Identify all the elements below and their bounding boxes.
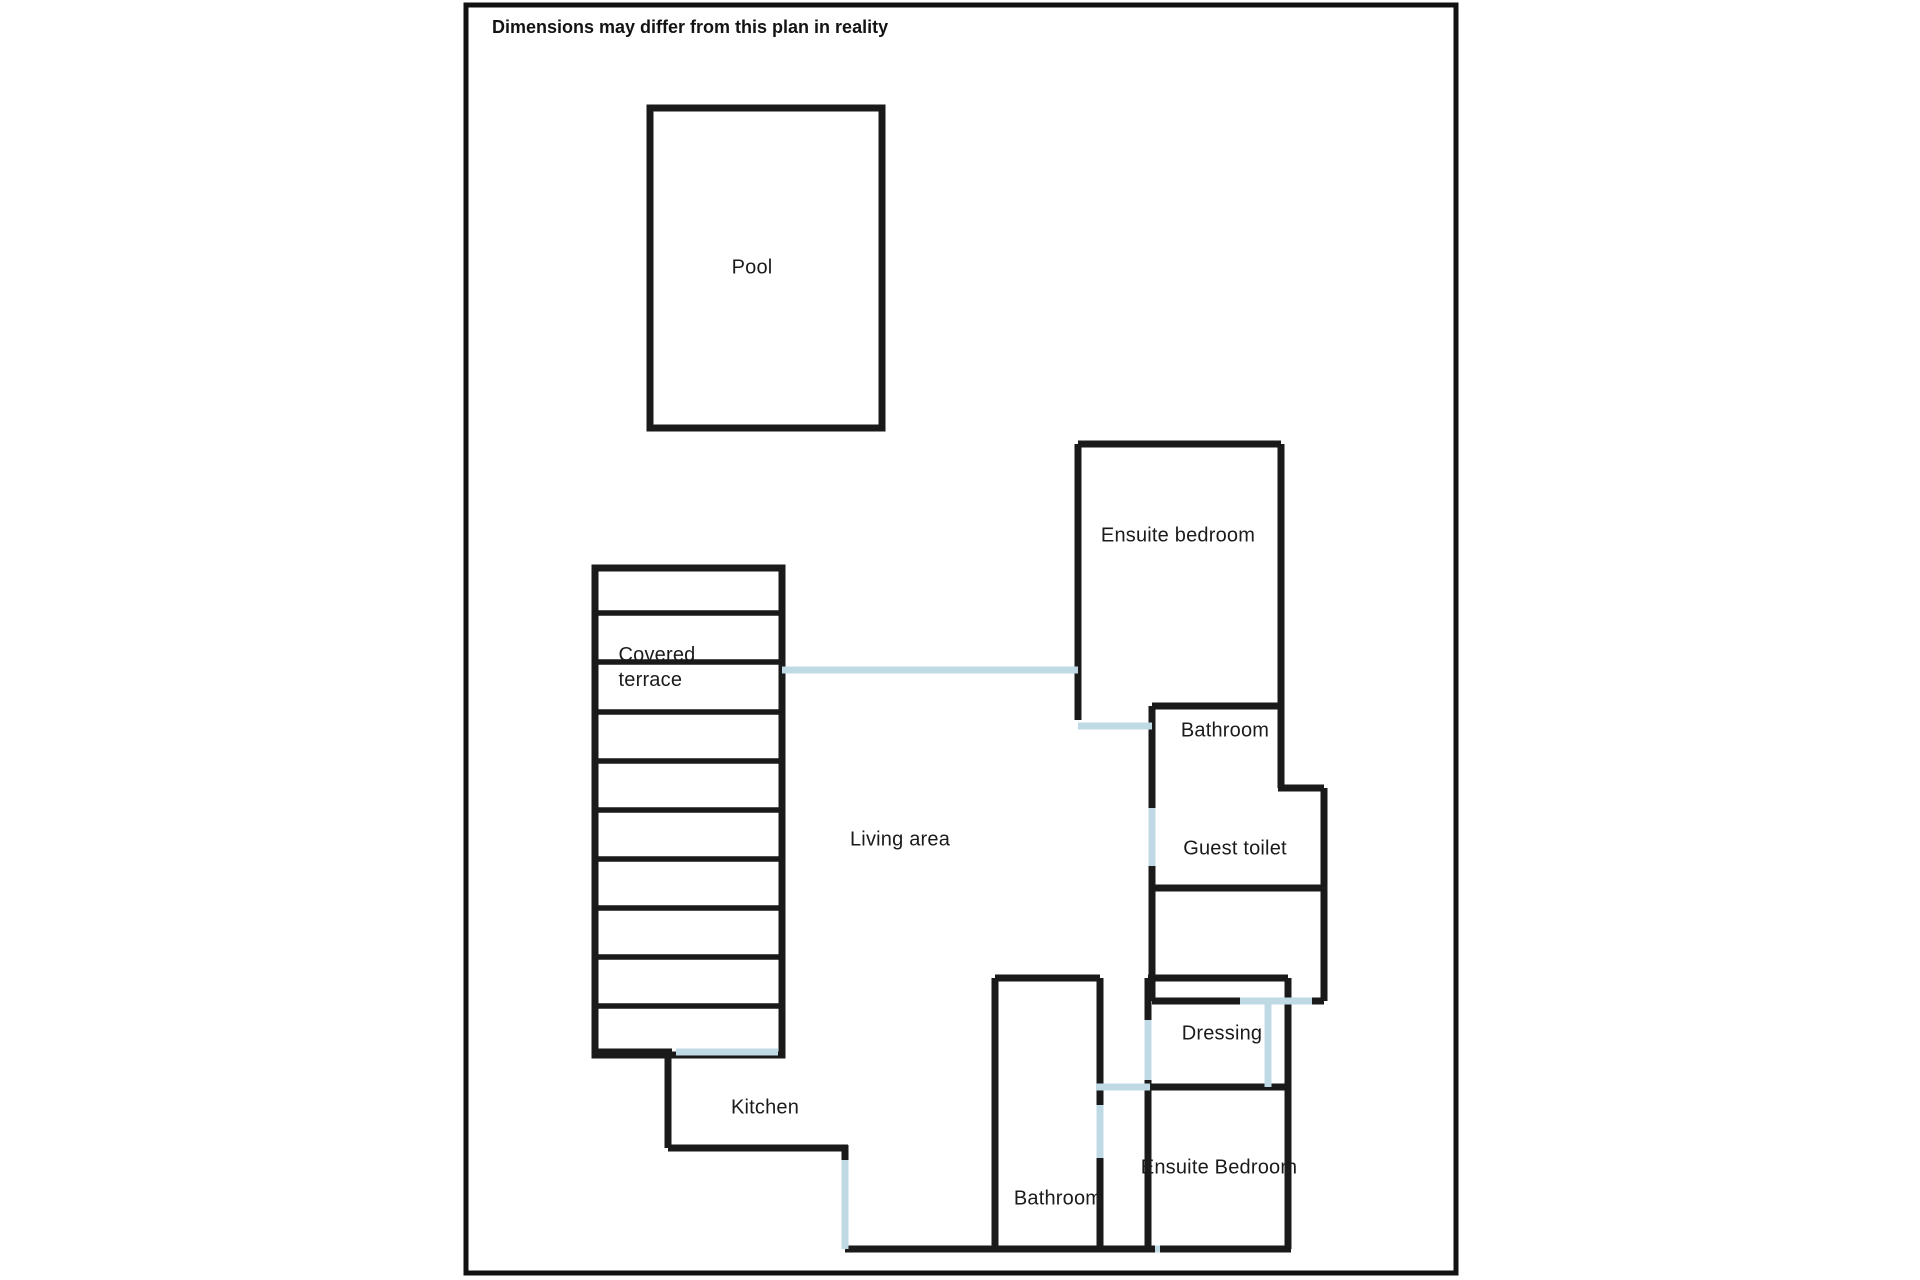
room-pool-outline xyxy=(646,104,886,432)
plan-frame xyxy=(463,2,1459,1276)
room-ensuite-bedroom-lower-walls xyxy=(1096,1087,1292,1253)
terrace-bands xyxy=(595,610,782,1009)
plan-disclaimer-note: Dimensions may differ from this plan in … xyxy=(492,17,889,37)
door-openings xyxy=(676,666,1312,1253)
room-kitchen-walls xyxy=(595,1048,849,1165)
room-ensuite-bedroom-upper-walls xyxy=(1074,440,1285,720)
